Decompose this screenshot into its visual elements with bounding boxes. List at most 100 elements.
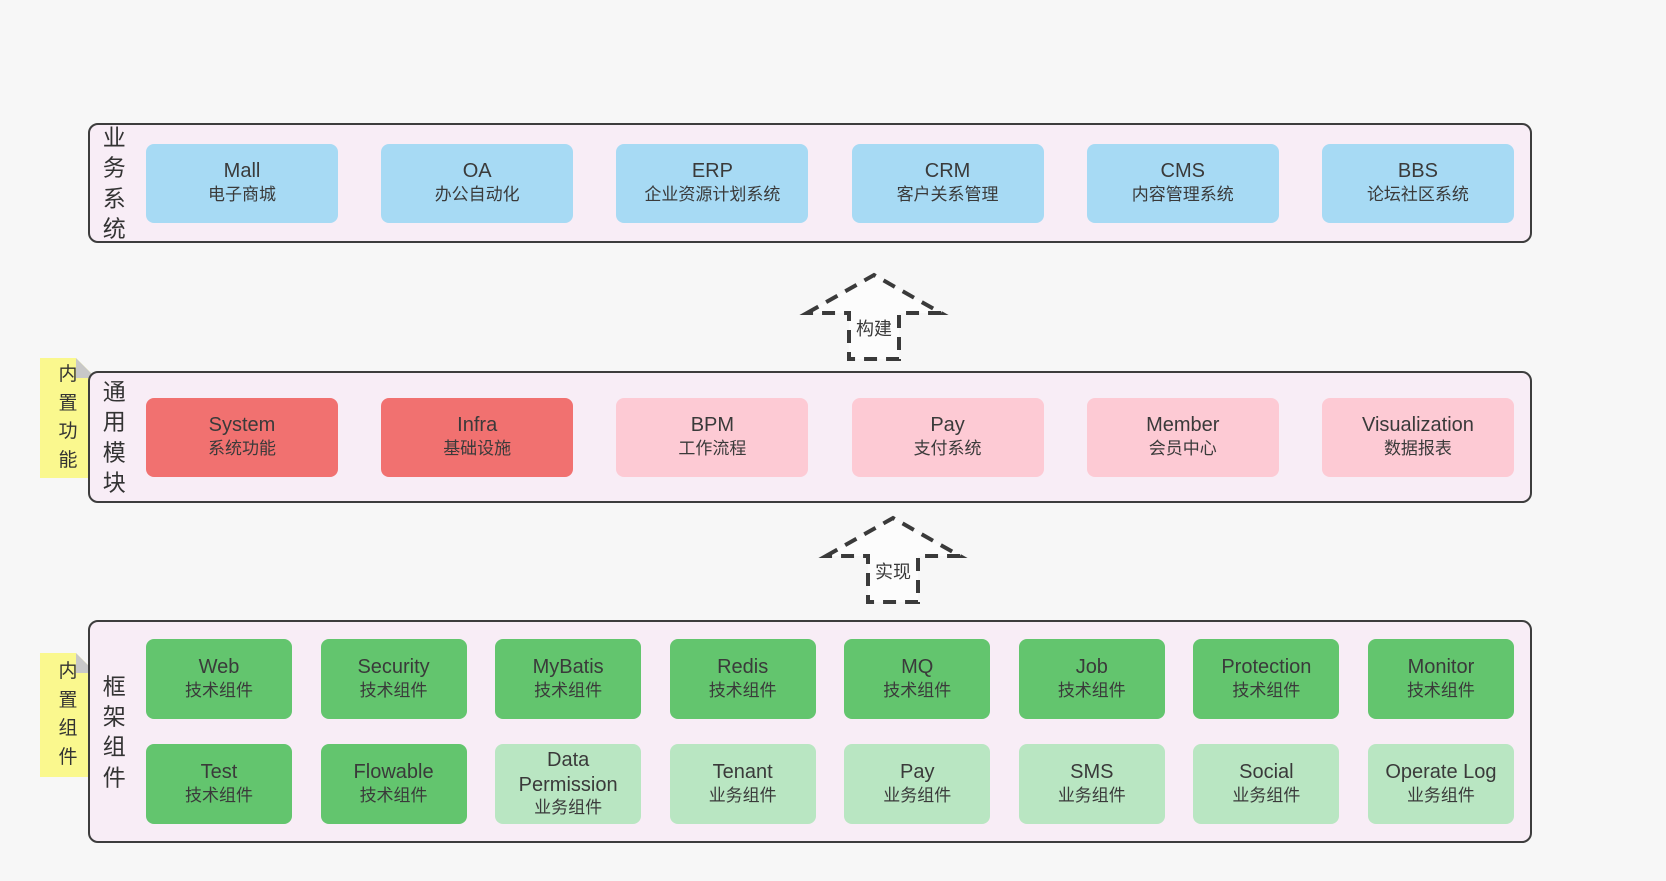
component-title: Pay	[900, 761, 935, 784]
component-subtitle: 技术组件	[185, 680, 253, 700]
dashed-up-arrow-icon	[799, 272, 949, 361]
module-title: CMS	[1160, 160, 1205, 183]
module-box: Infra 基础设施	[381, 397, 574, 477]
component-title: Test	[200, 761, 238, 784]
band-rows: Web 技术组件 Security 技术组件 MyBatis 技术组件	[146, 639, 1514, 824]
module-title: Member	[1146, 414, 1220, 437]
module-box: ERP 企业资源计划系统	[616, 143, 809, 223]
module-subtitle: 支付系统	[913, 438, 982, 458]
component-box: Test 技术组件	[146, 744, 292, 824]
component-box: Security 技术组件	[320, 639, 467, 719]
component-subtitle: 技术组件	[1406, 680, 1475, 700]
arrow-label: 构建	[856, 319, 892, 339]
module-title: Mall	[223, 160, 261, 183]
component-title: Social	[1239, 761, 1294, 784]
module-title: Pay	[930, 414, 965, 437]
component-title: Security	[357, 656, 430, 679]
sticky-note-builtin-components: 内置组件	[40, 653, 96, 777]
module-subtitle: 系统功能	[208, 438, 276, 458]
component-title: Protection	[1221, 656, 1312, 679]
component-box: Operate Log 业务组件	[1367, 744, 1514, 824]
sticky-note-builtin-features: 内置功能	[40, 358, 96, 478]
arrow-label: 实现	[875, 562, 911, 582]
band-label: 业务系统	[102, 124, 126, 242]
component-box: Web 技术组件	[146, 639, 292, 719]
component-box: Tenant 业务组件	[669, 744, 816, 824]
module-box: OA 办公自动化	[381, 143, 574, 223]
component-subtitle: 技术组件	[1057, 680, 1126, 700]
dashed-up-arrow-icon	[818, 515, 968, 604]
module-box: System 系统功能	[146, 397, 338, 477]
component-title: SMS	[1070, 761, 1114, 784]
module-subtitle: 客户关系管理	[896, 184, 999, 204]
component-box: MQ 技术组件	[844, 639, 991, 719]
component-box: Protection 技术组件	[1193, 639, 1340, 719]
component-title: Monitor	[1407, 656, 1475, 679]
sticky-label: 内置组件	[58, 661, 78, 768]
module-subtitle: 企业资源计划系统	[644, 184, 781, 204]
component-box: Monitor 技术组件	[1367, 639, 1514, 719]
sticky-label: 内置功能	[58, 364, 78, 471]
module-box: CMS 内容管理系统	[1086, 143, 1279, 223]
build-arrow: 构建	[794, 272, 954, 362]
component-subtitle: 业务组件	[534, 797, 603, 817]
component-box: Pay 业务组件	[844, 744, 991, 824]
component-title: Redis	[717, 656, 769, 679]
band-common-modules: 通用模块 System 系统功能 Infra 基础设施 BPM 工作流程	[88, 371, 1532, 503]
module-subtitle: 数据报表	[1383, 438, 1452, 458]
component-title: Job	[1075, 656, 1108, 679]
band-framework-components: 框架组件 Web 技术组件 Security 技术组件 MyBatis	[88, 620, 1532, 843]
component-box: SMS 业务组件	[1018, 744, 1165, 824]
component-subtitle: 技术组件	[883, 680, 952, 700]
module-box: Member 会员中心	[1086, 397, 1279, 477]
component-title: MyBatis	[532, 656, 604, 679]
component-subtitle: 业务组件	[1232, 785, 1301, 805]
band-boxes-row-1: Web 技术组件 Security 技术组件 MyBatis 技术组件	[146, 639, 1514, 719]
component-box: Social 业务组件	[1193, 744, 1340, 824]
component-subtitle: 业务组件	[883, 785, 952, 805]
module-box: CRM 客户关系管理	[851, 143, 1044, 223]
component-title: Operate Log	[1385, 761, 1497, 784]
component-subtitle: 技术组件	[359, 785, 428, 805]
band-boxes: Mall 电子商城 OA 办公自动化 ERP 企业资源计划系统 CRM 客户关系…	[146, 143, 1514, 223]
module-box: Mall 电子商城	[146, 143, 338, 223]
module-subtitle: 论坛社区系统	[1366, 184, 1469, 204]
module-box: Visualization 数据报表	[1321, 397, 1514, 477]
module-title: OA	[462, 160, 492, 183]
component-subtitle: 技术组件	[185, 785, 253, 805]
component-subtitle: 业务组件	[708, 785, 777, 805]
component-box: Flowable 技术组件	[320, 744, 467, 824]
module-title: BBS	[1397, 160, 1438, 183]
band-business-systems: 业务系统 Mall 电子商城 OA 办公自动化 ERP 企业资源计划系统	[88, 123, 1532, 243]
module-subtitle: 内容管理系统	[1131, 184, 1234, 204]
component-title: Tenant	[712, 761, 773, 784]
module-box: BBS 论坛社区系统	[1321, 143, 1514, 223]
module-subtitle: 电子商城	[208, 184, 276, 204]
component-title: Flowable	[353, 761, 434, 784]
band-boxes: System 系统功能 Infra 基础设施 BPM 工作流程 Pay 支付系统	[146, 397, 1514, 477]
module-subtitle: 会员中心	[1148, 438, 1217, 458]
module-box: Pay 支付系统	[851, 397, 1044, 477]
component-subtitle: 技术组件	[534, 680, 603, 700]
module-title: Visualization	[1361, 414, 1474, 437]
component-subtitle: 业务组件	[1406, 785, 1475, 805]
component-subtitle: 技术组件	[1232, 680, 1301, 700]
module-title: Infra	[457, 414, 498, 437]
component-subtitle: 技术组件	[708, 680, 777, 700]
component-title: MQ	[901, 656, 934, 679]
component-title: Web	[198, 656, 240, 679]
component-box: Job 技术组件	[1018, 639, 1165, 719]
component-box: Data Permission 业务组件	[495, 744, 642, 824]
module-title: System	[208, 414, 276, 437]
band-boxes-row-2: Test 技术组件 Flowable 技术组件 Data Permission …	[146, 744, 1514, 824]
component-box: MyBatis 技术组件	[495, 639, 642, 719]
implement-arrow: 实现	[813, 515, 973, 605]
module-subtitle: 办公自动化	[434, 184, 520, 204]
module-subtitle: 工作流程	[678, 438, 747, 458]
module-title: CRM	[924, 160, 971, 183]
component-subtitle: 技术组件	[359, 680, 428, 700]
module-box: BPM 工作流程	[616, 397, 809, 477]
component-title: Data Permission	[518, 749, 618, 796]
band-label: 通用模块	[102, 378, 126, 496]
